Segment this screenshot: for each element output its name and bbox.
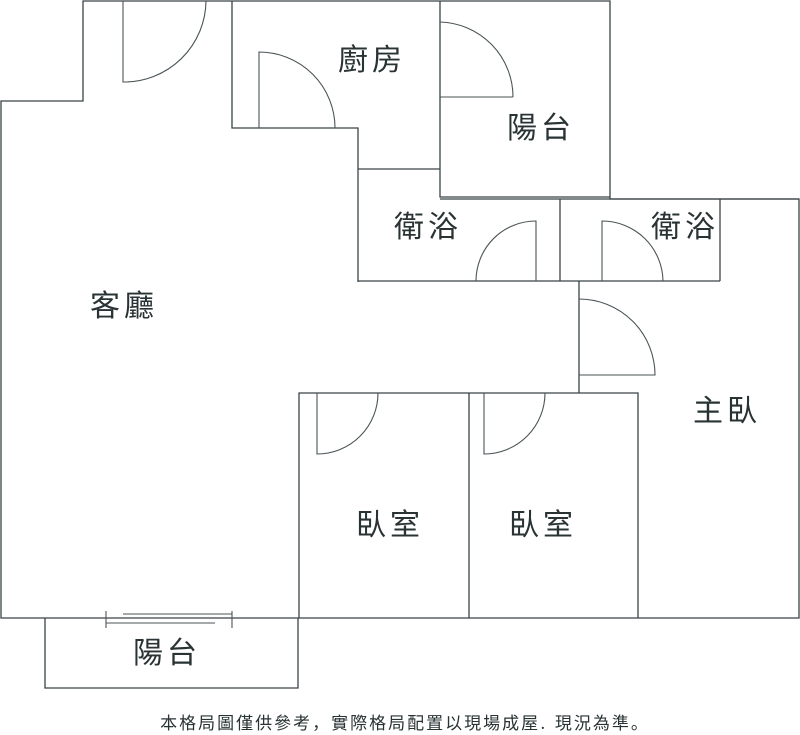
bedroom-1-door-icon	[316, 392, 379, 455]
sliding-door-icon	[105, 611, 233, 628]
entrance-door-icon	[122, 0, 207, 83]
label-bedroom-1: 臥室	[356, 508, 424, 543]
bathroom-2-door-icon	[601, 220, 664, 282]
master-bedroom-door-icon	[578, 298, 656, 376]
balcony-lower-wall	[44, 618, 299, 689]
label-master-bedroom: 主臥	[693, 394, 761, 429]
label-bedroom-2: 臥室	[509, 508, 577, 543]
balcony-upper-wall	[439, 1, 610, 198]
kitchen-wall	[231, 1, 359, 282]
label-bathroom-2: 衛浴	[651, 210, 719, 245]
bathroom-1-door-icon	[475, 220, 537, 282]
label-bathroom-1: 衛浴	[394, 210, 462, 245]
doors	[105, 0, 664, 628]
bedroom-2-door-icon	[483, 392, 546, 455]
label-balcony-upper: 陽台	[507, 111, 575, 146]
label-living-room: 客廳	[90, 289, 158, 324]
bedrooms-wall	[298, 392, 639, 618]
bathroom-1-wall	[358, 199, 720, 282]
room-labels: 廚房 陽台 衛浴 衛浴 客廳 主臥 臥室 臥室 陽台	[90, 43, 761, 671]
balcony-door-icon	[439, 21, 514, 98]
label-kitchen: 廚房	[338, 43, 406, 78]
disclaimer-caption: 本格局圖僅供參考，實際格局配置以現場成屋. 現況為準。	[160, 714, 650, 734]
walls	[0, 0, 800, 689]
outer-wall	[0, 0, 800, 619]
kitchen-door-icon	[258, 51, 336, 129]
label-balcony-lower: 陽台	[133, 636, 201, 671]
